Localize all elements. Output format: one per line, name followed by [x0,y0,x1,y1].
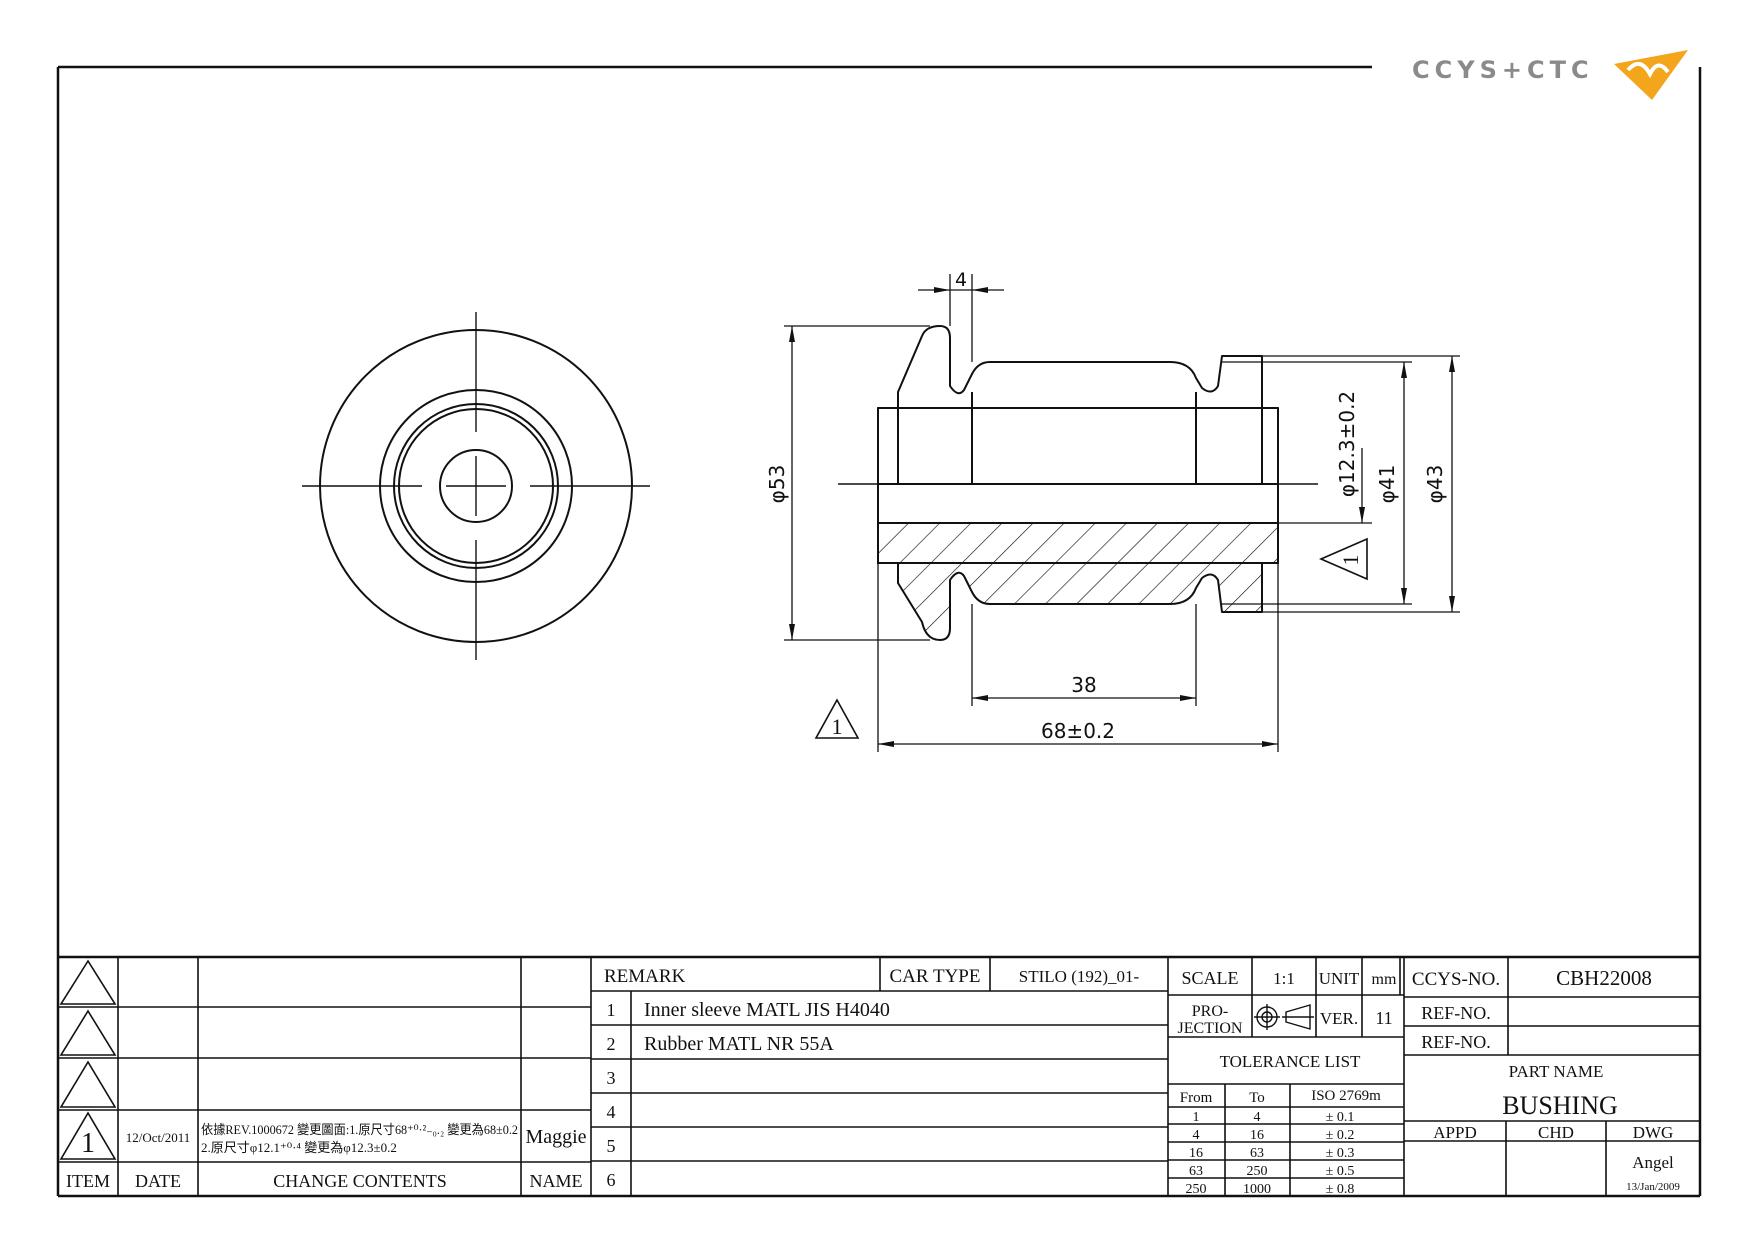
revision-triangle-icons [59,959,117,1160]
svg-text:1: 1 [832,714,843,739]
dim-len-38: 38 [1071,673,1096,697]
end-view [302,312,650,660]
remark-1-text: Inner sleeve MATL JIS H4040 [644,999,890,1021]
ver-label: VER. [1320,1009,1358,1028]
info-table: SCALE 1:1 UNIT mm PRO- JECTION VER. 11 T… [1178,968,1397,1197]
remark-2-text: Rubber MATL NR 55A [644,1033,834,1055]
svg-text:1000: 1000 [1243,1182,1271,1197]
part-name-value: BUSHING [1502,1091,1618,1120]
rev-row4-content-1: 依據REV.1000672 變更圖面:1.原尺寸68⁺⁰·²₋₀.₂ 變更為68… [201,1122,518,1137]
dim-dia-12: φ12.3±0.2 [1335,391,1359,497]
rev-row4-item: 1 [81,1128,95,1159]
rev-row4-date: 12/Oct/2011 [126,1130,191,1145]
logo-text: CCYS+CTC [1412,56,1594,84]
svg-text:1: 1 [1338,555,1363,566]
dim-dia-53: φ53 [765,465,789,504]
svg-text:63: 63 [1189,1164,1203,1179]
projection-label-2: JECTION [1178,1020,1243,1037]
svg-text:16: 16 [1250,1128,1264,1143]
tol-std-header: ISO 2769m [1311,1088,1381,1104]
dwg-date: 13/Jan/2009 [1626,1181,1680,1193]
ccys-no-value: CBH22008 [1556,966,1652,990]
ref-no-label-2: REF-NO. [1421,1032,1491,1052]
dwg-label: DWG [1633,1123,1674,1142]
company-logo: CCYS+CTC [1412,50,1688,100]
ccys-no-label: CCYS-NO. [1412,969,1500,990]
header-date: DATE [135,1171,181,1191]
section-view [838,325,1318,641]
tol-to-header: To [1249,1090,1265,1106]
svg-text:± 0.8: ± 0.8 [1326,1182,1355,1197]
dwg-name: Angel [1632,1153,1674,1172]
remark-2-no: 2 [607,1034,616,1054]
tolerance-title: TOLERANCE LIST [1220,1052,1361,1071]
unit-label: UNIT [1319,969,1360,988]
tol-from-header: From [1180,1090,1213,1106]
ver-value: 11 [1375,1008,1392,1028]
scale-label: SCALE [1181,968,1238,988]
svg-text:250: 250 [1247,1164,1268,1179]
remark-3-no: 3 [607,1068,616,1088]
inner-sleeve-section [877,522,1279,564]
dimension-arrows [789,287,1455,747]
svg-text:63: 63 [1250,1146,1264,1161]
dim-dia-41: φ41 [1375,465,1399,504]
ref-no-label-1: REF-NO. [1421,1003,1491,1023]
svg-text:4: 4 [1254,1110,1261,1125]
rubber-section [897,562,1263,641]
header-contents: CHANGE CONTENTS [273,1171,447,1191]
svg-text:± 0.3: ± 0.3 [1326,1146,1355,1161]
header-name: NAME [530,1171,583,1191]
revision-table: 1 12/Oct/2011 依據REV.1000672 變更圖面:1.原尺寸68… [66,1122,587,1191]
remark-header: REMARK [604,966,686,987]
revision-mark-section: 1 [1318,537,1368,581]
upper-sleeve-outline [877,407,1279,524]
end-view-bore-circle [439,449,513,523]
part-title-block: CCYS-NO. CBH22008 REF-NO. REF-NO. PART N… [1412,966,1680,1193]
dim-top-width: 4 [955,269,967,291]
remark-6-no: 6 [607,1170,616,1190]
dim-dia-43: φ43 [1423,465,1447,504]
unit-value: mm [1372,971,1397,988]
chd-label: CHD [1538,1123,1574,1142]
dim-len-68: 68±0.2 [1041,719,1115,743]
car-type-label: CAR TYPE [890,966,981,987]
svg-text:250: 250 [1186,1182,1207,1197]
appd-label: APPD [1433,1123,1476,1142]
rev-row4-name: Maggie [525,1126,586,1148]
remarks-table: REMARK CAR TYPE STILO (192)_01- 1 Inner … [604,966,1140,1190]
drawing-frame [56,65,1702,1198]
revision-mark-length: 1 [814,698,860,739]
dimension-texts: 4 φ53 φ12.3±0.2 φ41 φ43 38 68±0.2 [765,269,1447,743]
projection-symbol-icon [1254,1004,1314,1030]
scale-value: 1:1 [1273,969,1295,988]
header-item: ITEM [66,1171,110,1191]
upper-rubber-outline [897,325,1263,408]
remark-4-no: 4 [607,1102,616,1122]
projection-label-1: PRO- [1192,1003,1228,1020]
svg-text:1: 1 [1193,1110,1200,1125]
rev-row4-content-2: 2.原尺寸φ12.1⁺⁰·⁴ 變更為φ12.3±0.2 [201,1140,397,1155]
part-name-label: PART NAME [1509,1062,1604,1081]
svg-text:± 0.1: ± 0.1 [1326,1110,1355,1125]
svg-text:± 0.2: ± 0.2 [1326,1128,1355,1143]
dimension-lines [784,274,1460,752]
remark-1-no: 1 [607,1000,616,1020]
svg-text:16: 16 [1189,1146,1203,1161]
svg-text:4: 4 [1193,1128,1200,1143]
remark-5-no: 5 [607,1136,616,1156]
svg-text:± 0.5: ± 0.5 [1326,1164,1355,1179]
title-block-grid [58,957,1700,1196]
car-type-value: STILO (192)_01- [1019,967,1140,986]
